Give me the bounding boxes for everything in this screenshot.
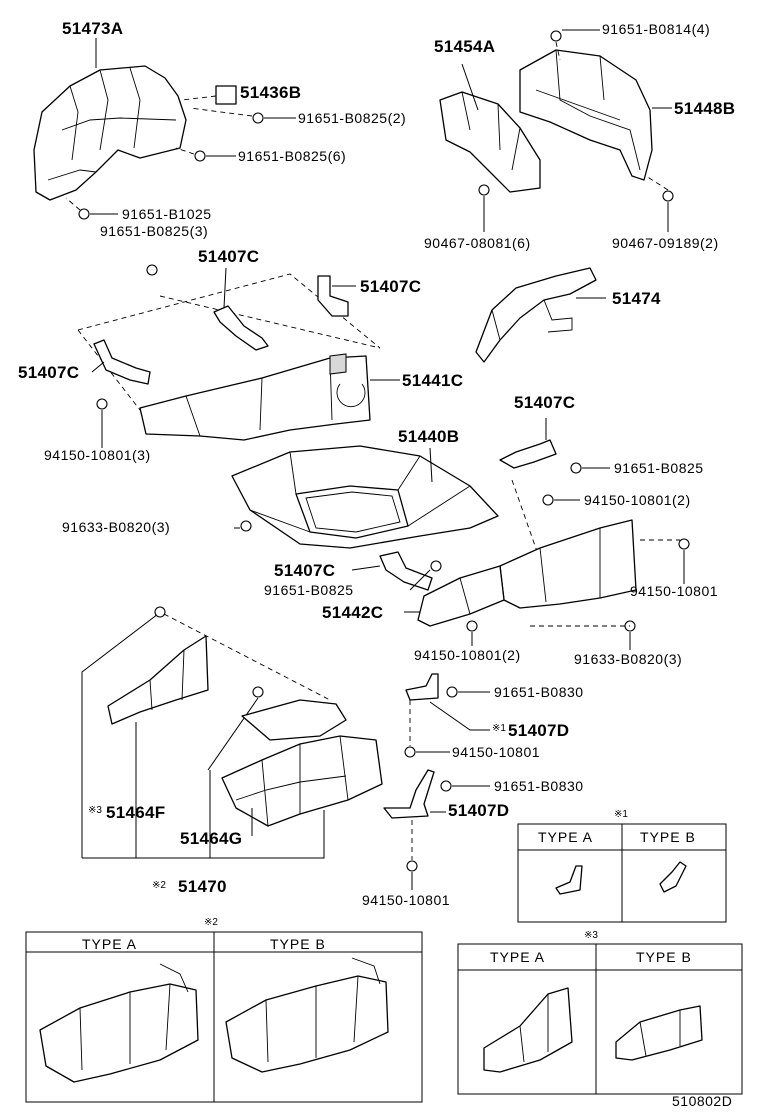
label-91651-B0814-4: 91651-B0814(4)	[602, 21, 711, 37]
label-51473A: 51473A	[62, 19, 124, 38]
part-51474-drawing	[475, 267, 597, 363]
part-51407D-bracket-a	[405, 673, 439, 701]
label-51442C: 51442C	[322, 603, 384, 622]
nut-icon	[154, 606, 166, 618]
label-94150-10801-2-a: 94150-10801(2)	[584, 492, 691, 508]
label-91633-B0820-3-b: 91633-B0820(3)	[574, 651, 683, 667]
part-51464G-drawing	[221, 699, 383, 827]
bolt-icon	[446, 686, 458, 698]
label-91651-B0830-a: 91651-B0830	[494, 684, 584, 700]
part-51454A-drawing	[439, 91, 541, 193]
diagram-code: 510802D	[672, 1093, 733, 1109]
label-51470: 51470	[178, 877, 227, 896]
part-51464F-drawing	[107, 635, 209, 725]
part-51440B-drawing	[231, 445, 499, 549]
label-51407D-a: 51407D	[508, 721, 570, 740]
label-91651-B0830-b: 91651-B0830	[494, 778, 584, 794]
label-51448B: 51448B	[674, 99, 736, 118]
label-91651-B0825-2: 91651-B0825(2)	[298, 110, 407, 126]
part-51407C-bracket-a	[213, 305, 269, 351]
label-51407C-b: 51407C	[360, 277, 422, 296]
label-94150-10801-3: 94150-10801(3)	[44, 447, 151, 463]
label-90467-09189-2: 90467-09189(2)	[612, 235, 719, 251]
part-51407D-bracket-b	[383, 769, 435, 819]
label-90467-08081-6: 90467-08081(6)	[424, 235, 531, 251]
label-51436B: 51436B	[240, 83, 302, 102]
mark-51464F: ※3	[88, 805, 102, 816]
part-51442C-drawing	[417, 519, 637, 627]
label-91633-B0820-3-a: 91633-B0820(3)	[62, 519, 171, 535]
type-table-1	[517, 823, 727, 923]
table-1-type-b: TYPE B	[640, 829, 696, 845]
part-51407C-bracket-d	[499, 439, 557, 469]
label-91651-B0825-6: 91651-B0825(6)	[238, 148, 347, 164]
part-51448B-drawing	[519, 49, 653, 181]
bolt-icon	[430, 560, 442, 572]
nut-icon	[146, 264, 158, 276]
label-51454A: 51454A	[434, 37, 496, 56]
table-1-mark: ※1	[614, 809, 628, 820]
label-91651-B0825-right: 91651-B0825	[614, 460, 704, 476]
part-51407C-bracket-b	[317, 275, 349, 317]
nut-icon	[678, 538, 690, 550]
bolt-icon	[240, 520, 252, 532]
label-51407D-b: 51407D	[448, 801, 510, 820]
part-51473A-drawing	[33, 65, 187, 201]
label-51407C-e: 51407C	[274, 561, 336, 580]
table-2-type-b: TYPE B	[270, 936, 326, 952]
nut-icon	[542, 494, 554, 506]
bolt-icon	[252, 112, 264, 124]
label-94150-10801-2-b: 94150-10801(2)	[414, 647, 521, 663]
part-51407C-bracket-c	[93, 339, 151, 385]
label-91651-B1025: 91651-B1025	[122, 206, 212, 222]
label-51441C: 51441C	[402, 371, 464, 390]
table-3-type-a: TYPE A	[490, 949, 546, 965]
nut-icon	[406, 860, 418, 872]
label-91651-B0825-3: 91651-B0825(3)	[100, 223, 209, 239]
table-3-mark: ※3	[584, 930, 598, 941]
label-94150-10801-mid: 94150-10801	[452, 744, 541, 760]
table-1-type-a: TYPE A	[538, 829, 594, 845]
label-51407C-a: 51407C	[198, 247, 260, 266]
part-51436B-clip	[215, 85, 237, 105]
nut-icon	[96, 398, 108, 410]
bolt-icon	[570, 462, 582, 474]
table-2-mark: ※2	[204, 917, 218, 928]
label-51464G: 51464G	[180, 829, 243, 848]
nut-icon	[404, 746, 416, 758]
part-51407C-bracket-e	[379, 551, 433, 591]
bolt-icon	[194, 150, 206, 162]
part-51441C-drawing	[139, 353, 371, 441]
label-51407C-d: 51407C	[514, 393, 576, 412]
label-51474: 51474	[612, 289, 661, 308]
bolt-icon	[478, 184, 490, 196]
nut-icon	[466, 620, 478, 632]
type-table-3	[457, 943, 743, 1095]
mark-51407D-a: ※1	[492, 723, 506, 734]
table-3-type-b: TYPE B	[636, 949, 692, 965]
mark-51470: ※2	[152, 880, 166, 891]
label-94150-10801-right: 94150-10801	[630, 583, 719, 599]
label-51407C-c: 51407C	[18, 363, 80, 382]
label-51440B: 51440B	[398, 427, 460, 446]
bolt-icon	[78, 208, 90, 220]
bolt-icon	[252, 686, 264, 698]
label-51464F: 51464F	[106, 803, 166, 822]
bolt-icon	[550, 30, 562, 42]
bolt-icon	[440, 780, 452, 792]
label-94150-10801-bottom: 94150-10801	[362, 892, 451, 908]
type-table-2	[25, 931, 423, 1103]
label-91651-B0825-mid: 91651-B0825	[264, 582, 354, 598]
table-2-type-a: TYPE A	[82, 936, 138, 952]
bolt-icon	[662, 190, 674, 202]
